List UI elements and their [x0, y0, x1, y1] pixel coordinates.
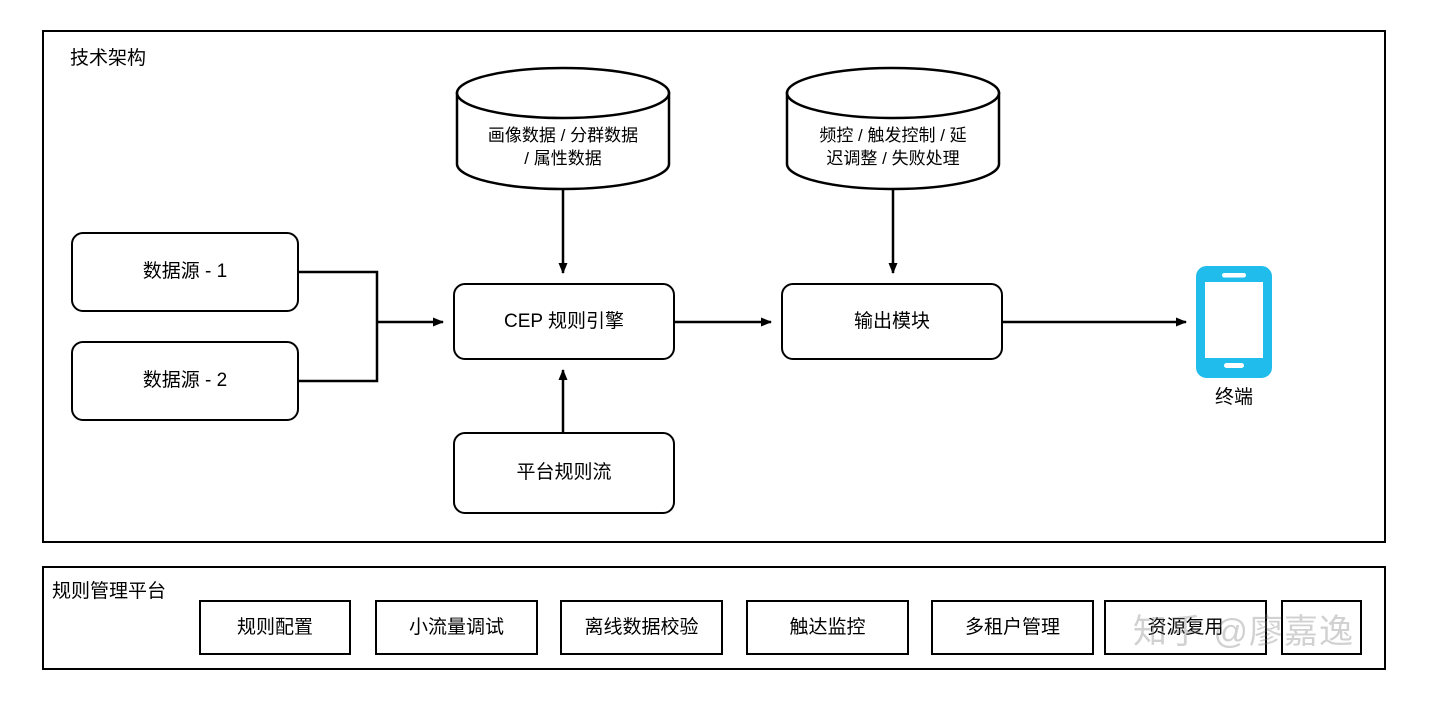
- rule-item-label: 规则配置: [236, 616, 313, 638]
- rule-item-multi-tenant-management[interactable]: 多租户管理: [931, 600, 1094, 655]
- cylinder-shape: [455, 66, 671, 191]
- rule-item-empty[interactable]: [1281, 600, 1362, 655]
- rule-item-label: 触达监控: [789, 616, 866, 638]
- rule-item-label: 资源复用: [1147, 616, 1224, 638]
- profile-datastore-label: 画像数据 / 分群数据 / 属性数据: [487, 126, 639, 168]
- node-cep-rule-engine[interactable]: CEP 规则引擎: [453, 283, 675, 360]
- cylinder-shape: [785, 66, 1001, 191]
- watermark: 知乎 @廖嘉逸: [1133, 613, 1354, 651]
- node-cep-rule-engine-label: CEP 规则引擎: [503, 310, 624, 332]
- node-output-module-label: 输出模块: [853, 310, 930, 332]
- node-data-source-1-label: 数据源 - 1: [142, 261, 228, 282]
- rule-item-reach-monitoring[interactable]: 触达监控: [746, 600, 909, 655]
- node-platform-rule-flow[interactable]: 平台规则流: [453, 432, 675, 514]
- terminal-label: 终端: [1214, 387, 1253, 408]
- node-platform-rule-flow-label: 平台规则流: [516, 462, 612, 483]
- mobile-phone-icon: [1196, 266, 1272, 378]
- architecture-panel-title: 技术架构: [70, 48, 147, 69]
- node-data-source-2[interactable]: 数据源 - 2: [71, 341, 299, 421]
- profile-datastore: 画像数据 / 分群数据 / 属性数据: [454, 66, 672, 191]
- rule-item-label: 多租户管理: [964, 616, 1060, 638]
- control-datastore-label: 频控 / 触发控制 / 延 迟调整 / 失败处理: [819, 126, 967, 168]
- rule-item-resource-reuse[interactable]: 资源复用: [1104, 600, 1267, 655]
- rule-item-label: 小流量调试: [408, 616, 504, 638]
- rule-item-offline-data-validation[interactable]: 离线数据校验: [560, 600, 723, 655]
- node-data-source-2-label: 数据源 - 2: [142, 370, 228, 391]
- control-datastore: 频控 / 触发控制 / 延 迟调整 / 失败处理: [784, 66, 1002, 191]
- node-data-source-1[interactable]: 数据源 - 1: [71, 232, 299, 312]
- rule-item-rule-config[interactable]: 规则配置: [199, 600, 351, 655]
- rules-panel-title: 规则管理平台: [52, 581, 167, 602]
- rule-item-small-traffic-debug[interactable]: 小流量调试: [375, 600, 538, 655]
- node-output-module[interactable]: 输出模块: [781, 283, 1003, 360]
- rule-item-label: 离线数据校验: [584, 616, 699, 638]
